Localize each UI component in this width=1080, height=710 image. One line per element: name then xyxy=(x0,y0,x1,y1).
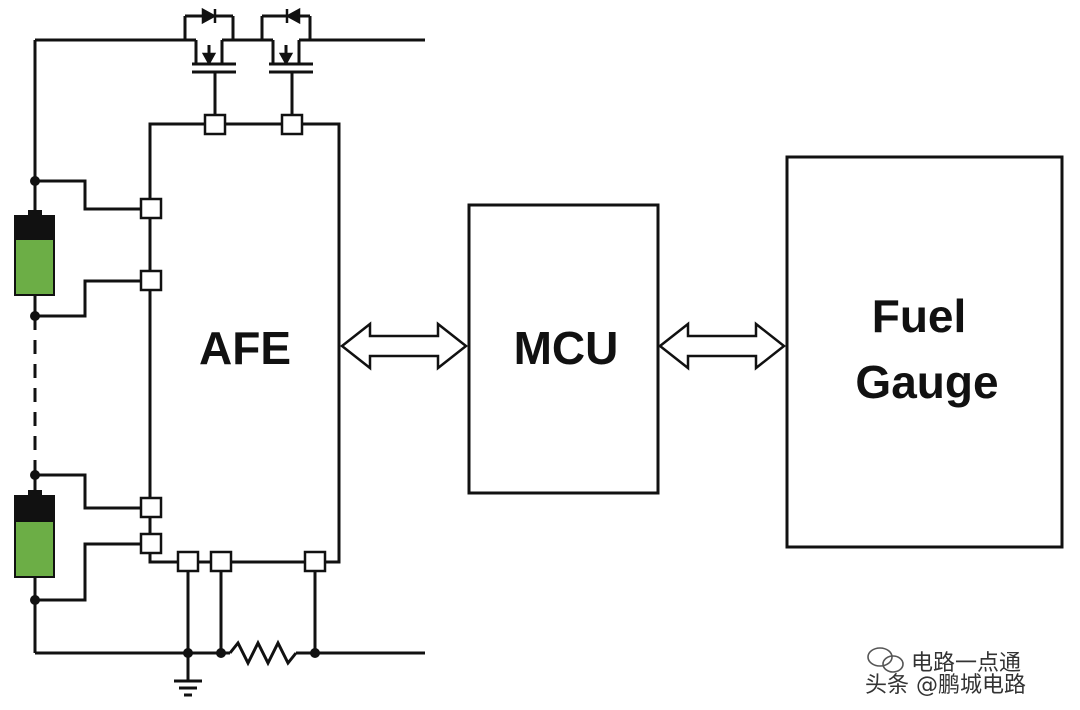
watermark: 电路一点通 头条 @鹏城电路 xyxy=(865,647,1026,698)
fuel-gauge-label-line2: Gauge xyxy=(855,356,998,408)
mcu-fuel-gauge-bidirectional-arrow xyxy=(657,321,787,371)
afe-mcu-bidirectional-arrow xyxy=(339,321,469,371)
watermark-source: 头条 @鹏城电路 xyxy=(865,673,1026,698)
mcu-label: MCU xyxy=(514,322,619,374)
mosfet-discharge-diode-icon xyxy=(201,7,217,66)
fuel-gauge-block xyxy=(785,155,1064,549)
mosfet-discharge-switch xyxy=(183,14,236,116)
battery-stack-wiring xyxy=(33,40,141,653)
afe-label: AFE xyxy=(199,322,291,374)
afe-pins xyxy=(139,113,327,573)
fuel-gauge-label-line1: Fuel xyxy=(872,290,967,342)
mcu-block xyxy=(467,203,660,495)
battery-cell-icon xyxy=(14,210,55,296)
ground-icon xyxy=(174,679,202,697)
bottom-return-line xyxy=(35,571,425,680)
bottom-nodes xyxy=(183,648,320,658)
battery-stack-nodes xyxy=(30,176,40,605)
mosfet-charge-switch xyxy=(260,14,313,116)
wechat-icon xyxy=(867,647,904,673)
mosfet-charge-diode-icon xyxy=(278,7,301,66)
afe-block xyxy=(148,122,341,564)
battery-cell-icon xyxy=(14,490,55,578)
watermark-account-name: 电路一点通 xyxy=(911,651,1021,676)
